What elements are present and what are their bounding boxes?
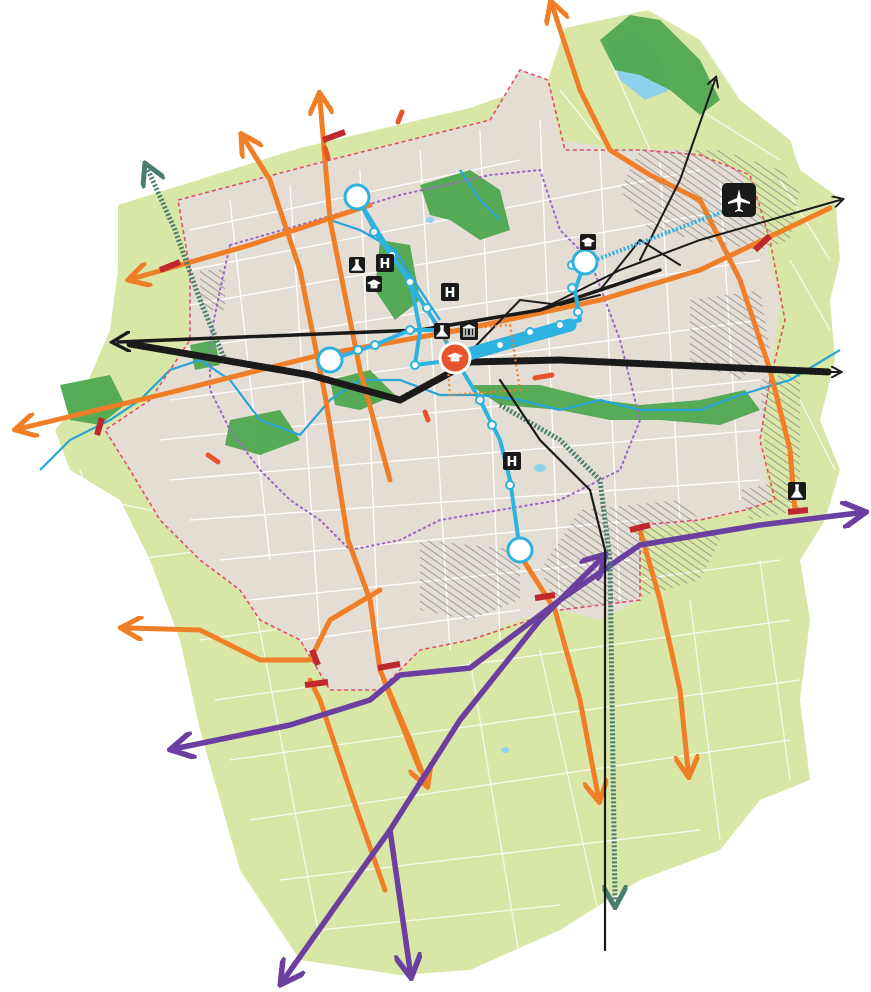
station-south [506, 536, 534, 564]
airport-link [589, 203, 741, 264]
purple-corridors [178, 513, 858, 978]
terminus-stations [316, 183, 599, 564]
trail-corridors [148, 170, 615, 900]
rail-lines [118, 80, 840, 952]
research-icon-downtown [434, 323, 450, 339]
flask-icon [790, 484, 804, 498]
airplane-icon [728, 189, 750, 212]
civic-building-icon [462, 324, 476, 337]
municipal-boundary [103, 69, 786, 691]
graduation-cap-icon [446, 352, 464, 362]
university-icon-downtown [446, 352, 464, 362]
flask-icon [435, 325, 449, 337]
station-northwest [343, 183, 371, 211]
flask-icon [350, 259, 364, 271]
station-west [316, 346, 344, 374]
university-icon-north [366, 276, 382, 292]
rivers [39, 169, 841, 471]
interchange-markers [94, 129, 809, 688]
graduation-cap-icon [581, 237, 595, 247]
hospital-icon-south: H [503, 452, 521, 470]
university-icon-northeast [580, 234, 596, 250]
research-icon-north [349, 257, 365, 273]
research-icon-east [788, 482, 806, 500]
svg-text:H: H [445, 286, 456, 301]
transit-stops [353, 227, 583, 490]
civic-building-icon-marker [460, 322, 478, 340]
map-icons: H H H [349, 183, 806, 500]
hospital-icon-north: H [376, 254, 394, 272]
station-northeast [571, 248, 599, 276]
red-highlight-marks [205, 109, 555, 465]
svg-text:H: H [507, 455, 518, 470]
svg-text:H: H [380, 257, 391, 272]
graduation-cap-icon [367, 279, 381, 289]
airport-icon-marker [722, 183, 756, 217]
hospital-icon-central: H [441, 283, 459, 301]
